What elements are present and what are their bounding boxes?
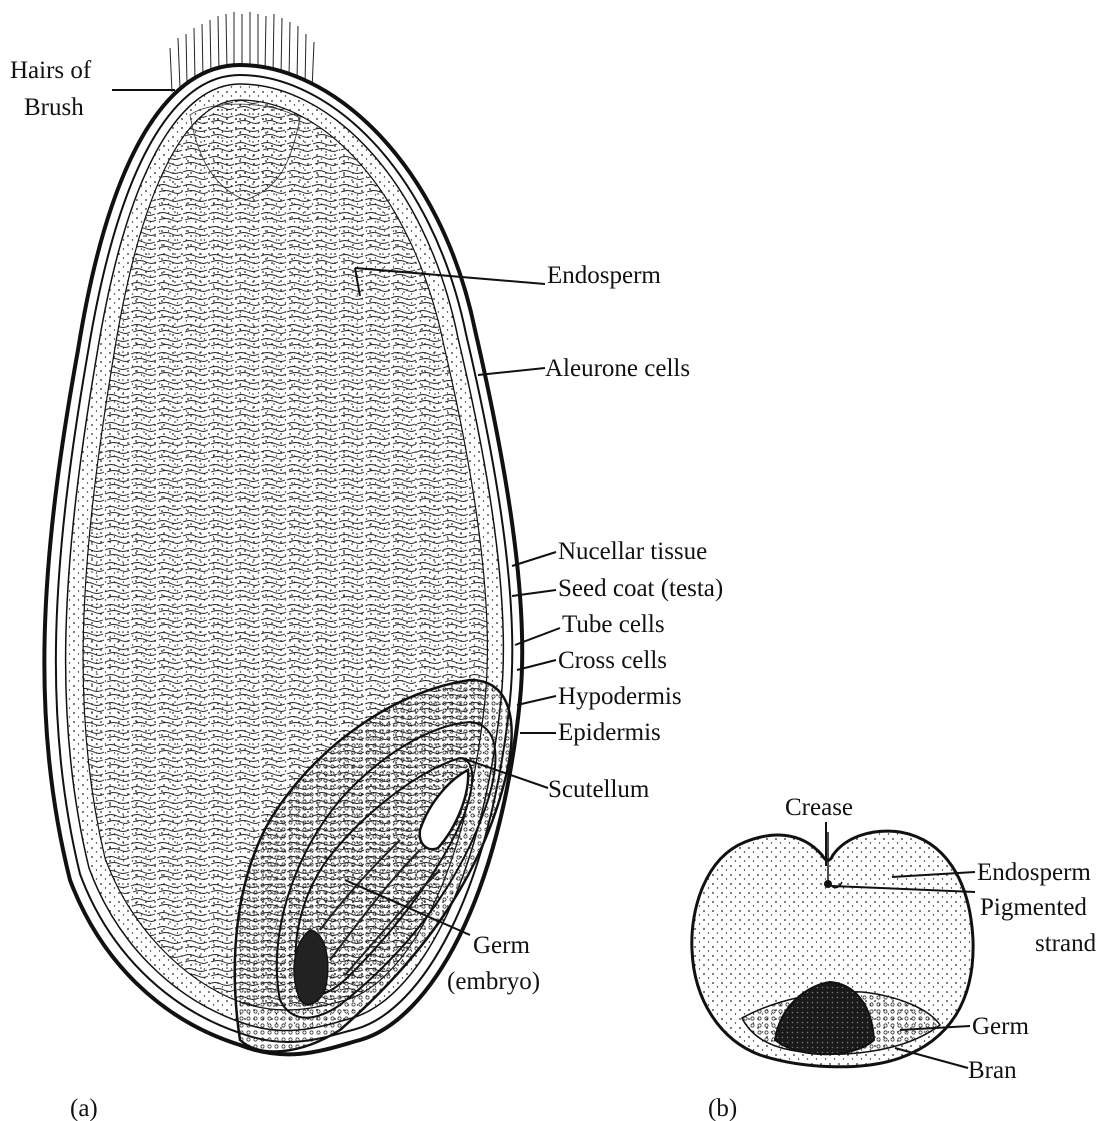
label-epidermis: Epidermis — [558, 719, 661, 746]
label-germ-line1: Germ — [473, 932, 530, 959]
leader-aleurone — [478, 368, 545, 375]
label-cross-cells: Cross cells — [558, 647, 667, 674]
leader-hypodermis — [517, 696, 556, 705]
kernel-longitudinal-section: Hairs of Brush Endosperm Aleurone cells … — [10, 12, 723, 1121]
label-nucellar-tissue: Nucellar tissue — [558, 538, 707, 565]
label-pigmented-line2: strand — [1035, 930, 1097, 957]
label-hypodermis: Hypodermis — [558, 683, 682, 710]
pigmented-strand-dot — [824, 880, 832, 888]
label-endosperm-a: Endosperm — [547, 262, 661, 289]
label-hairs-of-brush-line1: Hairs of — [10, 57, 92, 84]
label-aleurone-cells: Aleurone cells — [545, 355, 690, 382]
label-germ-b: Germ — [972, 1013, 1029, 1040]
label-tube-cells: Tube cells — [562, 611, 665, 638]
label-seed-coat: Seed coat (testa) — [558, 575, 723, 602]
leader-bran — [895, 1048, 968, 1068]
caption-b: (b) — [708, 1095, 737, 1121]
caption-a: (a) — [70, 1095, 98, 1121]
label-bran: Bran — [968, 1057, 1017, 1084]
label-endosperm-b: Endosperm — [977, 859, 1091, 886]
leader-nucellar — [512, 552, 556, 566]
label-crease: Crease — [785, 794, 853, 821]
label-pigmented-line1: Pigmented — [980, 894, 1087, 921]
kernel-cross-section: Crease Endosperm Pigmented strand Germ B… — [692, 794, 1097, 1121]
label-hairs-of-brush-line2: Brush — [24, 94, 84, 121]
label-germ-line2: (embryo) — [447, 968, 540, 995]
label-scutellum: Scutellum — [548, 776, 650, 803]
